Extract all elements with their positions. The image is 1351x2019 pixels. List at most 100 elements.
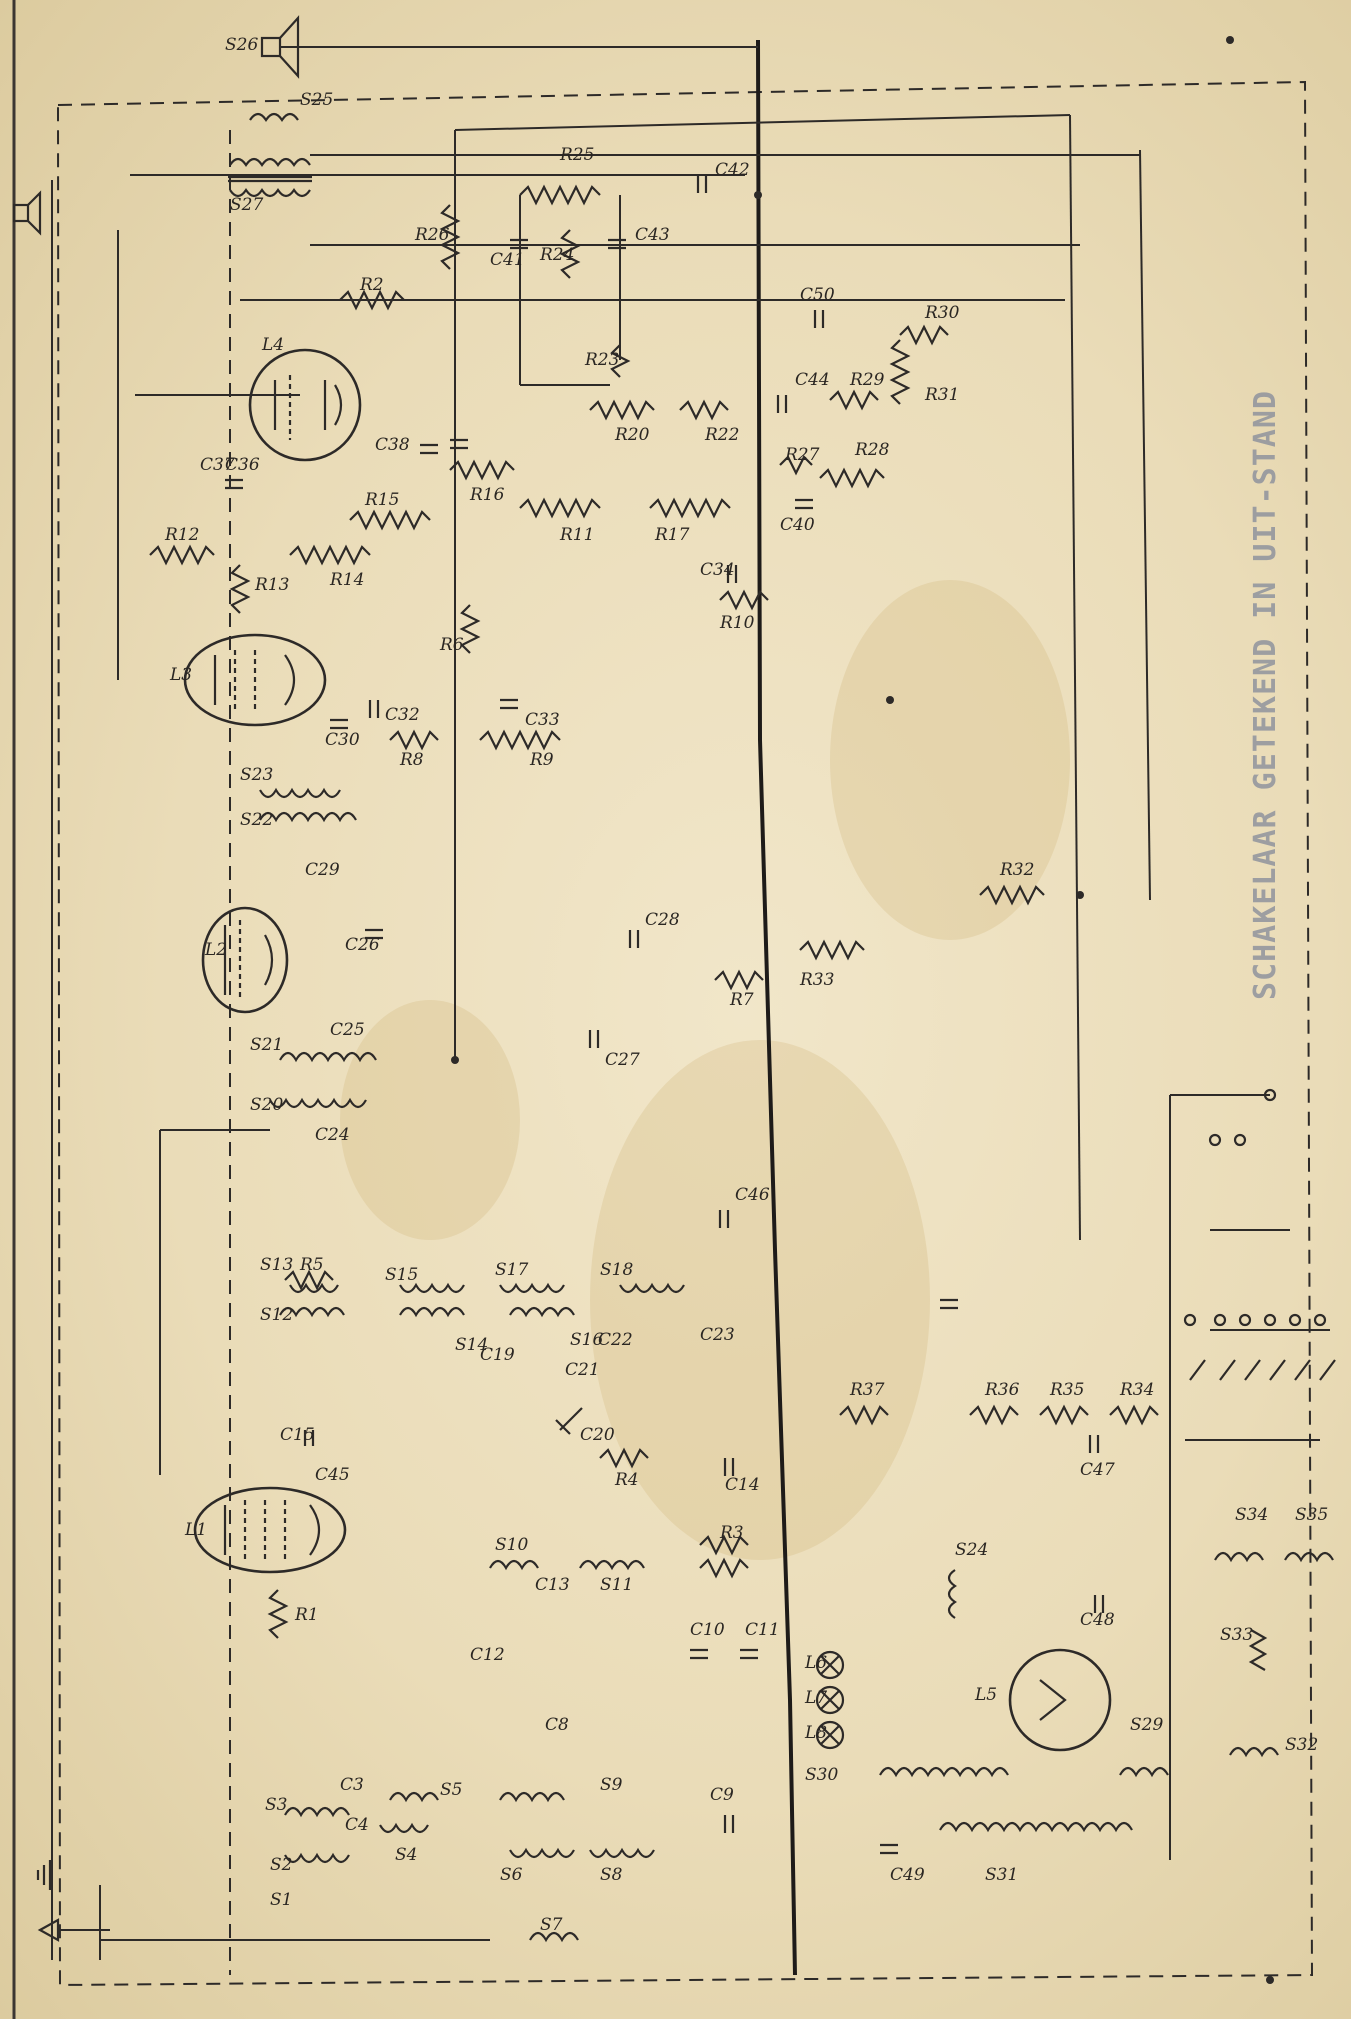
- capacitor-c38: [420, 443, 438, 455]
- label-c20: C20: [580, 1425, 615, 1445]
- antenna-terminal-icon: [37, 1918, 60, 1942]
- label-c41: C41: [490, 250, 525, 270]
- label-r28: R28: [854, 440, 890, 460]
- label-s3: S3: [265, 1795, 287, 1815]
- label-r25: R25: [559, 145, 594, 165]
- dial-lamps: [815, 1650, 845, 1750]
- resistor-r1: [267, 1589, 289, 1639]
- label-c3: C3: [340, 1775, 364, 1795]
- resistor-r15: [349, 509, 431, 531]
- label-c45: C45: [315, 1465, 350, 1485]
- wire: [454, 114, 1071, 131]
- label-c46: C46: [735, 1185, 770, 1205]
- coil-s14: [399, 1306, 465, 1318]
- coil-s31: [939, 1821, 1133, 1833]
- label-r26: R26: [414, 225, 450, 245]
- label-s15: S15: [385, 1265, 418, 1285]
- coil-s32: [1229, 1746, 1279, 1758]
- label-l8: L8: [804, 1723, 827, 1743]
- label-r22: R22: [704, 425, 739, 445]
- label-r20: R20: [614, 425, 650, 445]
- resistor-r6: [459, 604, 481, 654]
- label-r4: R4: [614, 1470, 639, 1490]
- label-s7: S7: [540, 1915, 563, 1935]
- label-l6: L6: [804, 1653, 827, 1673]
- capacitor-c50: [813, 310, 825, 328]
- label-r35: R35: [1049, 1380, 1084, 1400]
- capacitor-c14: [723, 1458, 735, 1476]
- label-r13: R13: [254, 575, 289, 595]
- component-labels: L3 L4 L2 L1 L5 L6 L7 L8 R1 R2 R3 R4 R5 R…: [164, 35, 1328, 1935]
- resistor-r13: [229, 564, 251, 614]
- label-r33: R33: [799, 970, 834, 990]
- label-l1: L1: [184, 1520, 207, 1540]
- main-bus-line: [756, 39, 797, 1976]
- label-c14: C14: [725, 1475, 760, 1495]
- capacitor-c39: [450, 438, 468, 450]
- label-l3: L3: [169, 665, 192, 685]
- label-c28: C28: [645, 910, 680, 930]
- label-c23: C23: [700, 1325, 735, 1345]
- tube-l3: [183, 633, 327, 727]
- coil-s16: [509, 1306, 575, 1318]
- label-c43: C43: [635, 225, 670, 245]
- label-s2: S2: [270, 1855, 292, 1875]
- label-c47: C47: [1080, 1460, 1115, 1480]
- label-r9: R9: [529, 750, 554, 770]
- label-c12: C12: [470, 1645, 505, 1665]
- capacitor-c33: [500, 698, 518, 710]
- label-r11: R11: [559, 525, 594, 545]
- label-s4: S4: [395, 1845, 417, 1865]
- coil-s15: [399, 1282, 465, 1294]
- resistor-r25: [519, 184, 601, 206]
- output-transformer: [228, 112, 312, 198]
- label-c49: C49: [890, 1865, 925, 1885]
- label-s29: S29: [1130, 1715, 1163, 1735]
- label-l2: L2: [204, 940, 227, 960]
- label-s26: S26: [225, 35, 258, 55]
- coil-s25: [229, 157, 311, 167]
- label-r3: R3: [719, 1523, 744, 1543]
- coil-s5: [389, 1791, 439, 1803]
- resistor-r9: [479, 729, 561, 751]
- resistor-r37: [839, 1404, 889, 1426]
- coil-s6: [509, 1847, 575, 1859]
- resistor-r16: [449, 459, 515, 481]
- coil-s8: [589, 1847, 655, 1859]
- resistor-r5: [284, 1269, 334, 1291]
- coil-s17: [499, 1282, 565, 1294]
- label-c50: C50: [800, 285, 835, 305]
- label-c34: C34: [700, 560, 735, 580]
- label-c9: C9: [710, 1785, 734, 1805]
- trimmer-c20: [555, 1407, 583, 1435]
- label-s13: S13: [260, 1255, 293, 1275]
- label-r2: R2: [359, 275, 384, 295]
- tube-l2: [201, 906, 289, 1014]
- resistor-r24: [559, 229, 581, 279]
- label-r7: R7: [729, 990, 754, 1010]
- capacitor-c36: [225, 478, 243, 490]
- capacitor-c48: [1093, 1595, 1105, 1613]
- label-c24: C24: [315, 1125, 350, 1145]
- coil-s12: [279, 1306, 345, 1318]
- label-r12: R12: [164, 525, 199, 545]
- resistor-r14: [289, 544, 371, 566]
- label-l4: L4: [261, 335, 284, 355]
- resistor-r33: [799, 939, 865, 961]
- resistor-r35: [1039, 1404, 1089, 1426]
- label-l5: L5: [974, 1685, 997, 1705]
- label-r24: R24: [539, 245, 574, 265]
- capacitor-c10: [690, 1648, 708, 1660]
- label-c19: C19: [480, 1345, 515, 1365]
- coil-s30: [1119, 1766, 1169, 1778]
- capacitor-c45: [718, 1210, 730, 1228]
- label-s25: S25: [300, 90, 333, 110]
- resistor-r27: [779, 455, 813, 476]
- label-s21: S21: [250, 1035, 283, 1055]
- resistor-r30: [899, 324, 949, 346]
- capacitor-c32: [368, 700, 380, 718]
- label-c10: C10: [690, 1620, 725, 1640]
- coil-s33: [1248, 1629, 1268, 1671]
- earth-terminal-icon: [36, 1860, 52, 1890]
